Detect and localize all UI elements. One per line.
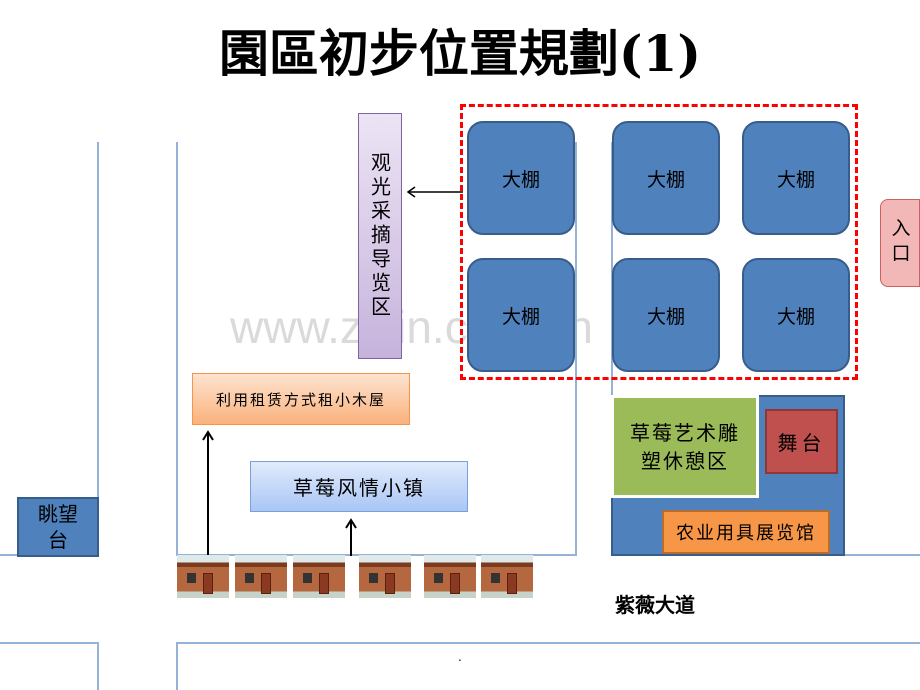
- road-line: [575, 142, 577, 556]
- cabin-image: [359, 555, 411, 598]
- cabin-image: [235, 555, 287, 598]
- road-line: [97, 142, 99, 556]
- arrow-up-icon: [202, 430, 214, 558]
- footer-dot: .: [458, 650, 462, 664]
- greenhouse-zone: [460, 104, 858, 380]
- strawberry-town[interactable]: 草莓风情小镇: [250, 461, 468, 512]
- cabin-image: [177, 555, 229, 598]
- arrow-left-icon: [406, 186, 463, 198]
- road-line: [97, 642, 99, 690]
- greenhouse[interactable]: 大棚: [467, 121, 575, 235]
- page-title: 園區初步位置規劃(1): [218, 24, 702, 83]
- greenhouse[interactable]: 大棚: [612, 121, 720, 235]
- arrow-up-icon: [345, 518, 357, 556]
- greenhouse[interactable]: 大棚: [742, 121, 850, 235]
- sculpture-rest-area[interactable]: 草莓艺术雕塑休憩区: [611, 395, 759, 498]
- road-line: [176, 642, 178, 690]
- stage[interactable]: 舞台: [765, 409, 838, 474]
- road-line: [0, 642, 99, 644]
- cabin-image: [293, 555, 345, 598]
- tools-exhibition-hall[interactable]: 农业用具展览馆: [662, 510, 830, 554]
- cabin-rental-area[interactable]: 利用租赁方式租小木屋: [192, 373, 410, 425]
- road-line: [176, 642, 920, 644]
- greenhouse[interactable]: 大棚: [612, 258, 720, 372]
- entrance[interactable]: 入口: [880, 199, 920, 287]
- road-line: [176, 142, 178, 556]
- avenue-label: 紫薇大道: [615, 593, 695, 617]
- cabin-image: [481, 555, 533, 598]
- greenhouse[interactable]: 大棚: [467, 258, 575, 372]
- lookout-tower[interactable]: 眺望台: [17, 497, 99, 557]
- cabin-image: [424, 555, 476, 598]
- greenhouse[interactable]: 大棚: [742, 258, 850, 372]
- road-line: [843, 554, 920, 556]
- guide-area[interactable]: 观光采摘导览区: [358, 113, 402, 359]
